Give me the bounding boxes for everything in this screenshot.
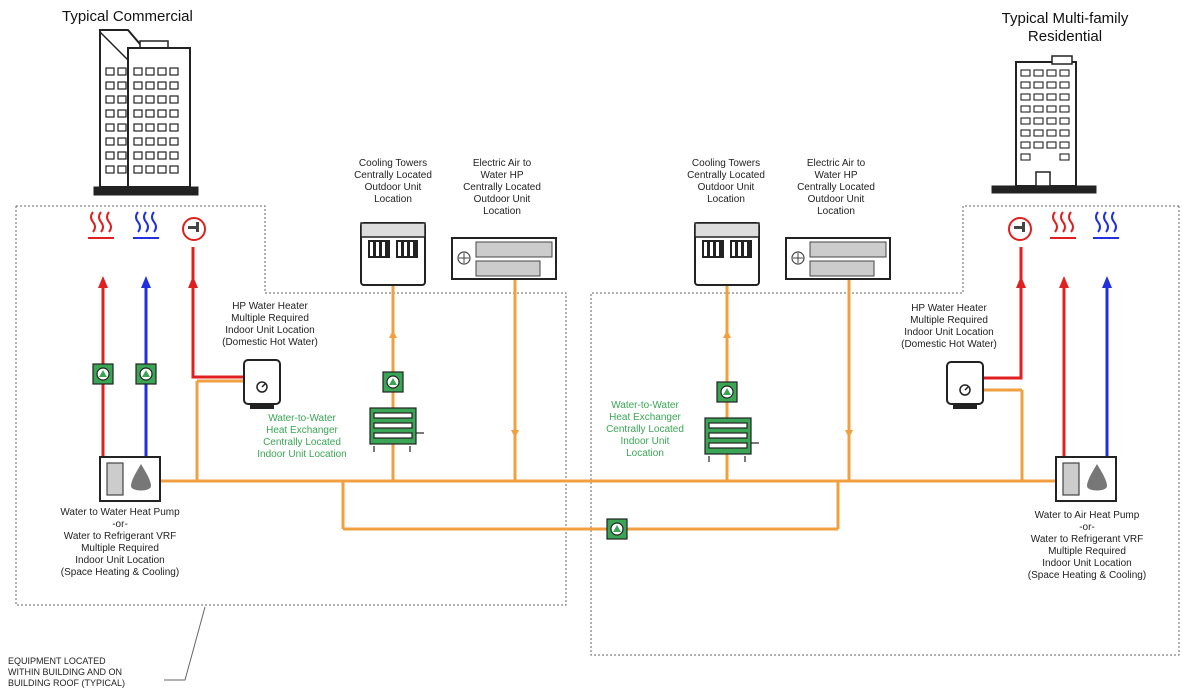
equipment-location-note: EQUIPMENT LOCATED WITHIN BUILDING AND ON… xyxy=(8,656,125,689)
equipment-note-leader xyxy=(164,606,206,681)
label-line: Electric Air to xyxy=(472,158,532,169)
label-line: Cooling Towers xyxy=(691,158,761,169)
label-line: Centrally Located xyxy=(687,170,765,181)
hot-water-tap-icon xyxy=(1008,217,1032,241)
label-line: Location xyxy=(817,206,855,217)
apartment-building-icon xyxy=(991,55,1097,194)
label-line: HP Water Heater xyxy=(232,301,308,312)
residential-title-line: Typical Multi-family xyxy=(1001,10,1129,27)
label-line: Indoor Unit xyxy=(620,436,670,447)
heat-pump-unit-icon xyxy=(99,456,161,502)
label-line: Outdoor Unit xyxy=(473,194,531,205)
label-line: Location xyxy=(483,206,521,217)
cooling-towers-left-label: Cooling Towers Centrally Located Outdoor… xyxy=(335,158,451,206)
label-line: (Domestic Hot Water) xyxy=(901,339,997,350)
label-line: Multiple Required xyxy=(910,315,988,326)
circulation-pump-icon xyxy=(135,363,157,385)
supply-flow-arrows xyxy=(98,276,1112,288)
label-line: Heat Exchanger xyxy=(266,425,338,436)
air-to-water-heat-pump-icon xyxy=(451,237,557,280)
label-line: Water to Refrigerant VRF xyxy=(63,531,177,542)
label-line: Centrally Located xyxy=(354,170,432,181)
label-line: Centrally Located xyxy=(797,182,875,193)
label-line: Outdoor Unit xyxy=(364,182,422,193)
heat-exchanger-right-label: Water-to-Water Heat Exchanger Centrally … xyxy=(588,400,702,460)
label-line: (Space Heating & Cooling) xyxy=(1027,570,1147,581)
label-line: -or- xyxy=(112,519,128,530)
loop-flow-arrows xyxy=(389,330,853,438)
residential-boundary xyxy=(590,205,1180,656)
cooling-waves-icon xyxy=(133,211,159,239)
label-line: Water HP xyxy=(814,170,858,181)
cooling-tower-icon xyxy=(360,222,426,286)
office-building-icon xyxy=(93,29,199,196)
cooling-waves-icon xyxy=(1093,211,1119,239)
label-line: Multiple Required xyxy=(1048,546,1126,557)
label-line: Water-to-Water xyxy=(611,400,679,411)
label-line: Location xyxy=(374,194,412,205)
circulation-pump-icon xyxy=(92,363,114,385)
water-heater-icon xyxy=(946,361,984,409)
label-line: WITHIN BUILDING AND ON xyxy=(8,667,123,677)
label-line: Electric Air to xyxy=(806,158,866,169)
cooling-tower-icon xyxy=(694,222,760,286)
heating-waves-icon xyxy=(1050,211,1076,239)
circulation-pump-icon xyxy=(716,381,738,403)
air-to-water-right-label: Electric Air to Water HP Centrally Locat… xyxy=(786,158,886,218)
cooling-towers-right-label: Cooling Towers Centrally Located Outdoor… xyxy=(668,158,784,206)
label-line: Indoor Unit Location xyxy=(257,449,347,460)
label-line: Indoor Unit Location xyxy=(1042,558,1132,569)
circulation-pump-icon xyxy=(382,371,404,393)
label-line: Outdoor Unit xyxy=(697,182,755,193)
water-heater-icon xyxy=(243,359,281,409)
commercial-building-title: Typical Commercial xyxy=(62,8,193,25)
commercial-boundary xyxy=(15,205,567,606)
hot-water-tap-icon xyxy=(182,217,206,241)
label-line: Water to Water Heat Pump xyxy=(60,507,180,518)
label-line: Centrally Located xyxy=(263,437,341,448)
label-line: Indoor Unit Location xyxy=(904,327,994,338)
label-line: Centrally Located xyxy=(463,182,541,193)
hp-water-heater-left-label: HP Water Heater Multiple Required Indoor… xyxy=(205,301,335,349)
label-line: Multiple Required xyxy=(231,313,309,324)
label-line: Outdoor Unit xyxy=(807,194,865,205)
heat-pump-right-label: Water to Air Heat Pump -or- Water to Ref… xyxy=(1012,510,1162,582)
label-line: Water-to-Water xyxy=(268,413,336,424)
label-line: (Space Heating & Cooling) xyxy=(60,567,180,578)
label-line: Indoor Unit Location xyxy=(225,325,315,336)
label-line: Location xyxy=(626,448,664,459)
label-line: -or- xyxy=(1079,522,1095,533)
label-line: Heat Exchanger xyxy=(609,412,681,423)
residential-title-line: Residential xyxy=(1027,28,1103,45)
label-line: BUILDING ROOF (TYPICAL) xyxy=(8,678,126,688)
residential-building-title: Typical Multi-family Residential xyxy=(980,10,1150,46)
heat-exchanger-icon xyxy=(704,417,759,462)
label-line: Cooling Towers xyxy=(358,158,428,169)
label-line: Multiple Required xyxy=(81,543,159,554)
label-line: (Domestic Hot Water) xyxy=(222,337,318,348)
heating-waves-icon xyxy=(88,211,114,239)
air-to-water-left-label: Electric Air to Water HP Centrally Locat… xyxy=(452,158,552,218)
heat-pump-unit-icon xyxy=(1055,456,1117,502)
air-to-water-heat-pump-icon xyxy=(785,237,891,280)
label-line: Indoor Unit Location xyxy=(75,555,165,566)
label-line: Water to Refrigerant VRF xyxy=(1030,534,1144,545)
label-line: Water HP xyxy=(480,170,524,181)
circulation-pump-icon xyxy=(606,518,628,540)
label-line: Water to Air Heat Pump xyxy=(1034,510,1140,521)
label-line: HP Water Heater xyxy=(911,303,987,314)
heat-pump-left-label: Water to Water Heat Pump -or- Water to R… xyxy=(45,507,195,579)
heat-exchanger-left-label: Water-to-Water Heat Exchanger Centrally … xyxy=(242,413,362,461)
label-line: Location xyxy=(707,194,745,205)
heat-exchanger-icon xyxy=(369,407,424,452)
label-line: EQUIPMENT LOCATED xyxy=(8,656,106,666)
boundary-outlines xyxy=(15,205,1180,681)
label-line: Centrally Located xyxy=(606,424,684,435)
hp-water-heater-right-label: HP Water Heater Multiple Required Indoor… xyxy=(884,303,1014,351)
